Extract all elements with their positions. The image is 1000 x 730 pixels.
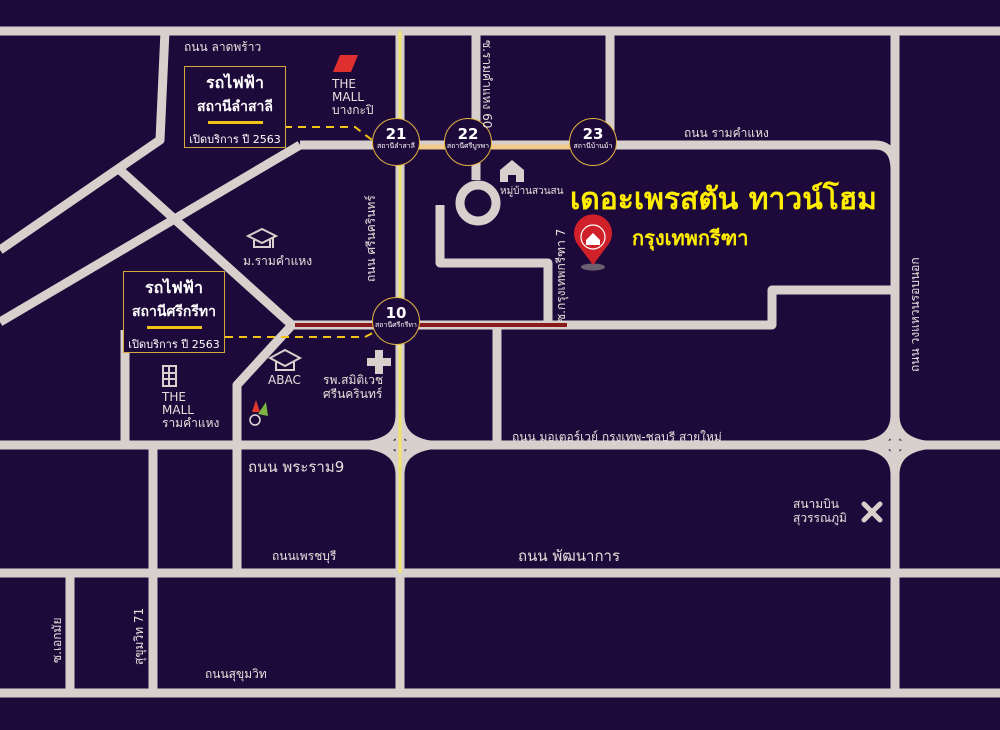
road-label-pattanakarn: ถนน พัฒนาการ bbox=[518, 547, 621, 565]
landmark-abac: ABAC bbox=[268, 373, 301, 387]
rail-box-title: รถไฟฟ้า bbox=[206, 73, 264, 92]
road-village-loop bbox=[435, 205, 553, 325]
rail-box-station: สถานีศรีกรีทา bbox=[132, 304, 216, 320]
project-title: เดอะเพรสตัน ทาวน์โฮม bbox=[570, 182, 877, 217]
hospital-label: รพ.สมิติเวช bbox=[323, 373, 384, 387]
station-number: 10 bbox=[385, 304, 407, 322]
landmark-hospital: รพ.สมิติเวชศรีนครินทร์ bbox=[323, 373, 383, 401]
road-ladprao-link bbox=[0, 30, 170, 254]
station-number: 21 bbox=[385, 125, 407, 143]
divider bbox=[207, 121, 263, 124]
road-label-rama9: ถนน พระราม9 bbox=[248, 458, 345, 476]
road-label-outer-ring: ถนน วงแหวนรอบนอก bbox=[908, 257, 922, 372]
divider bbox=[146, 326, 202, 329]
road-label-motorway: ถนน มอเตอร์เวย์ กรุงเทพ-ชลบุรี สายใหม่ bbox=[512, 430, 722, 444]
rail-box-note: เปิดบริการ ปี 2563 bbox=[128, 338, 220, 351]
road-label-ekamai: ซ.เอกมัย bbox=[50, 617, 64, 663]
landmark-ru: ม.รามคำแหง bbox=[243, 254, 313, 268]
graduation-cap-icon-abac bbox=[267, 348, 303, 371]
roundabout bbox=[455, 180, 501, 226]
the-mall-logo-icon bbox=[333, 55, 358, 72]
medical-cross-icon bbox=[367, 350, 391, 374]
mall-label: บางกะปิ bbox=[332, 103, 374, 117]
station-number: 23 bbox=[582, 125, 604, 143]
road-label-ram60: ซ.รามคำแหง 60 bbox=[480, 40, 494, 129]
station-name: สถานีบ้านม้า bbox=[573, 142, 613, 150]
station-name: สถานีศรีกรีทา bbox=[375, 321, 417, 329]
station-number: 22 bbox=[457, 125, 479, 143]
dashed-connector-1 bbox=[284, 126, 373, 141]
airplane-icon bbox=[861, 501, 883, 523]
the-nine-logo-icon bbox=[249, 400, 268, 426]
landmark-village: หมู่บ้านสวนสน bbox=[500, 186, 564, 197]
road-label-sukhumvit: ถนนสุขุมวิท bbox=[205, 667, 267, 681]
project-subtitle: กรุงเทพกรีฑา bbox=[632, 226, 749, 250]
landmark-airport: สนามบินสุวรรณภูมิ bbox=[793, 497, 847, 525]
station-name: สถานีศรีบูรพา bbox=[446, 142, 490, 150]
building-icon bbox=[162, 365, 177, 387]
hospital-label: ศรีนครินทร์ bbox=[323, 387, 383, 401]
road-label-sukhumvit71: สุขุมวิท 71 bbox=[132, 607, 146, 665]
rail-box-title: รถไฟฟ้า bbox=[145, 278, 203, 297]
airport-label: สุวรรณภูมิ bbox=[793, 511, 847, 525]
road-diagonal-left bbox=[0, 141, 303, 326]
road-label-kt7: ซ.กรุงเทพกรีฑา 7 bbox=[554, 228, 568, 322]
road-label-ramkhamhaeng: ถนน รามคำแหง bbox=[684, 126, 769, 140]
rail-box-lamsali: รถไฟฟ้า สถานีลำสาลี เปิดบริการ ปี 2563 bbox=[184, 66, 286, 148]
airport-label: สนามบิน bbox=[793, 497, 839, 511]
rail-box-station: สถานีลำสาลี bbox=[197, 99, 273, 115]
mall-label: THE bbox=[162, 390, 186, 404]
mall-label: รามคำแหง bbox=[162, 416, 220, 430]
dashed-connector-2 bbox=[225, 329, 379, 338]
road-label-phetchaburi: ถนนเพรชบุรี bbox=[272, 549, 337, 563]
interchange-srinakarin bbox=[369, 414, 431, 476]
rail-box-note: เปิดบริการ ปี 2563 bbox=[189, 133, 281, 146]
rail-box-srikritha: รถไฟฟ้า สถานีศรีกรีทา เปิดบริการ ปี 2563 bbox=[123, 271, 225, 353]
road-diagonal-ru bbox=[116, 166, 297, 573]
road-label-ladprao: ถนน ลาดพร้าว bbox=[184, 40, 262, 54]
house-icon bbox=[500, 160, 524, 182]
home-location-pin-icon bbox=[574, 214, 612, 271]
interchange-ring bbox=[864, 414, 926, 476]
mall-label: MALL bbox=[162, 403, 194, 417]
mall-label: MALL bbox=[332, 90, 364, 104]
graduation-cap-icon-ru bbox=[245, 227, 279, 248]
station-name: สถานีลำสาลี bbox=[377, 142, 415, 150]
road-label-srinakarin: ถนน ศรีนครินทร์ bbox=[364, 195, 378, 282]
mall-label: THE bbox=[332, 77, 356, 91]
